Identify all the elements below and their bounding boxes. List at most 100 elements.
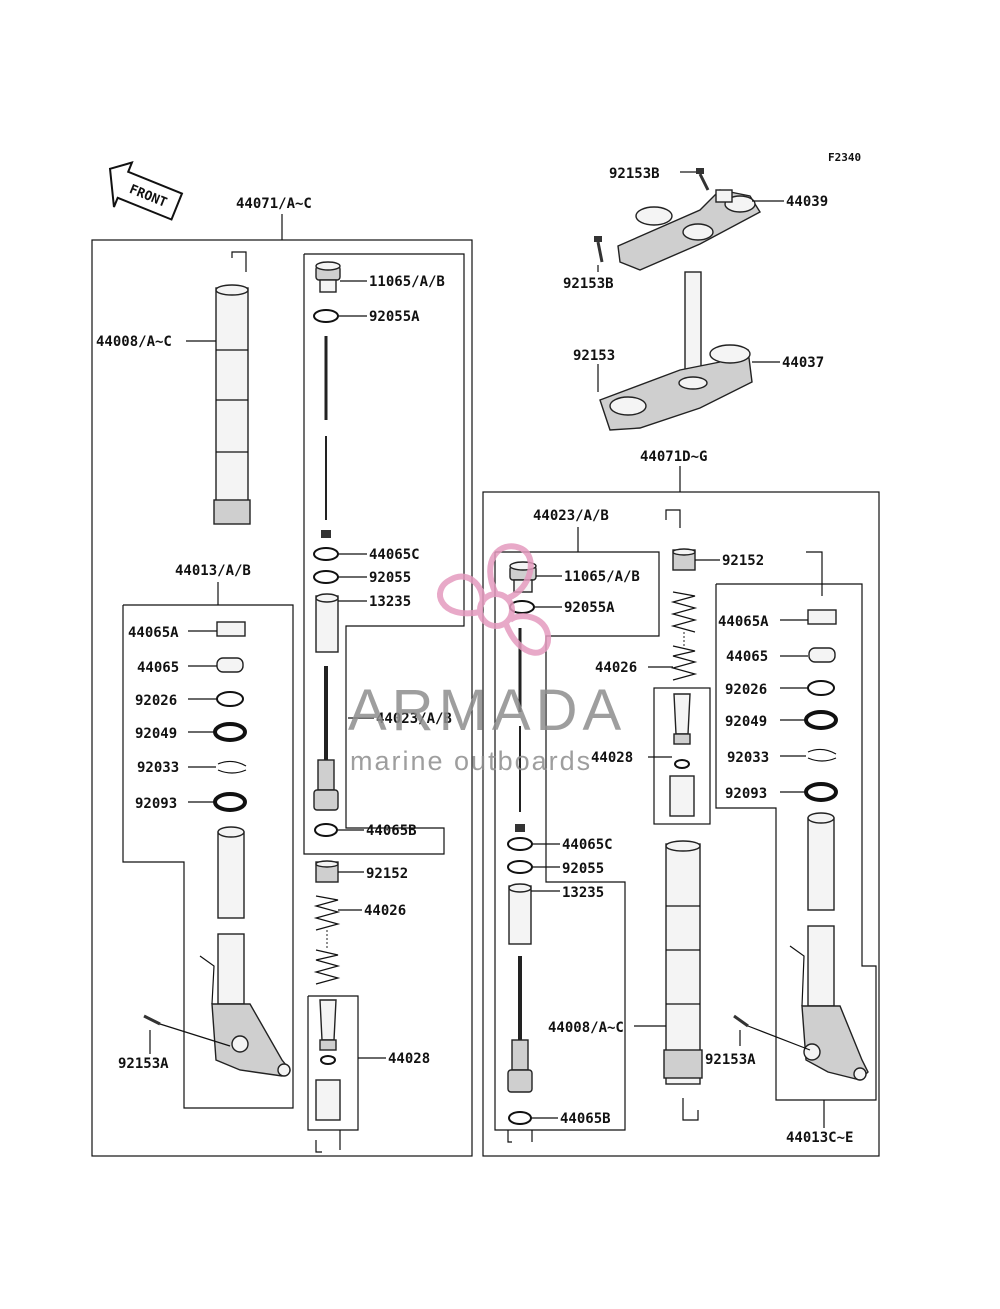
cartridge-box-left [303, 253, 465, 855]
label-92049-left: 92049 [135, 726, 177, 742]
nut-92152-right [672, 548, 696, 571]
watermark-tagline: marine outboards [350, 746, 592, 776]
sleeve-13235-left [315, 593, 339, 653]
ring-44065c-right [507, 837, 533, 851]
seal-92093-left [213, 792, 247, 812]
spacer-44028-right [669, 693, 695, 817]
bush-44065-left [216, 657, 244, 673]
label-44008-left: 44008/A~C [96, 334, 172, 350]
label-92033-right: 92033 [727, 750, 769, 766]
box-44013ce [715, 583, 877, 1101]
bolt-92153b-top [696, 168, 710, 191]
bush-44065a-right [807, 609, 837, 625]
bolt-92153a-right [733, 1014, 749, 1028]
o-ring-92055-left [313, 570, 339, 584]
label-92026-right: 92026 [725, 682, 767, 698]
label-92153a-left: 92153A [118, 1056, 169, 1072]
damper-rod-left [313, 666, 339, 811]
label-44065-right: 44065 [726, 649, 768, 665]
label-44037: 44037 [782, 355, 824, 371]
inner-tube-right [789, 812, 869, 1081]
label-13235-left: 13235 [369, 594, 411, 610]
label-44065b-right: 44065B [560, 1111, 611, 1127]
label-92026-left: 92026 [135, 693, 177, 709]
watermark: ARMADA marine outboards [348, 543, 626, 776]
box-44028-left [307, 995, 359, 1131]
inner-tube-left [199, 826, 291, 1077]
label-92049-right: 92049 [725, 714, 767, 730]
o-ring-92055-right [507, 860, 533, 874]
label-44065a-right: 44065A [718, 614, 769, 630]
seal-92049-right [804, 710, 838, 730]
rod-left [321, 336, 331, 538]
label-44013ce: 44013C~E [786, 1130, 853, 1146]
label-92055a-left: 92055A [369, 309, 420, 325]
ring-44065b-left [314, 823, 338, 837]
label-92033-left: 92033 [137, 760, 179, 776]
label-92152-left: 92152 [366, 866, 408, 882]
bolt-92153b-mid [594, 236, 604, 263]
ring-44065c-left [313, 547, 339, 561]
propeller-icon [437, 543, 552, 656]
spacer-44028-left [315, 999, 341, 1121]
label-92152-right: 92152 [722, 553, 764, 569]
seal-92049-left [213, 722, 247, 742]
label-11065-right: 11065/A/B [564, 569, 640, 585]
label-44028-right: 44028 [591, 750, 633, 766]
label-44039: 44039 [786, 194, 828, 210]
cartridge-box-right [494, 551, 660, 1131]
watermark-brand: ARMADA [348, 678, 626, 743]
label-92153b-top: 92153B [609, 166, 660, 182]
label-44065c-right: 44065C [562, 837, 613, 853]
label-44065b-left: 44065B [366, 823, 417, 839]
nut-92152-left [315, 860, 339, 883]
box-44013ab [122, 604, 294, 1109]
label-44026-left: 44026 [364, 903, 406, 919]
label-44028-left: 44028 [388, 1051, 430, 1067]
clip-92033-right [807, 748, 837, 762]
label-11065-left: 11065/A/B [369, 274, 445, 290]
bracket-92152-right [665, 509, 681, 528]
o-ring-92055a-left [313, 309, 339, 323]
diagram-code: F2340 [828, 151, 861, 164]
label-44008-right: 44008/A~C [548, 1020, 624, 1036]
label-92055-left: 92055 [369, 570, 411, 586]
label-44023-left: 44023/A/B [376, 711, 452, 727]
lower-triple-clamp [599, 271, 753, 431]
bush-44065a-left [216, 621, 246, 637]
spring-44026-right [670, 591, 698, 681]
left-assembly-box [91, 239, 473, 1157]
upper-triple-clamp [617, 189, 761, 271]
label-44013ab: 44013/A/B [175, 563, 251, 579]
front-arrow-icon: FRONT [108, 161, 184, 221]
label-92093-right: 92093 [725, 786, 767, 802]
outer-tube-right [663, 840, 703, 1121]
box-44028-right [653, 687, 711, 825]
label-44071ac: 44071/A~C [236, 196, 312, 212]
sleeve-13235-right [508, 883, 532, 945]
label-44065-left: 44065 [137, 660, 179, 676]
seal-92093-right [804, 782, 838, 802]
label-92153a-right: 92153A [705, 1052, 756, 1068]
label-44071dg: 44071D~G [640, 449, 707, 465]
label-44026-right: 44026 [595, 660, 637, 676]
ring-44065b-right [508, 1111, 532, 1125]
clip-92033-left [217, 760, 247, 774]
cap-bolt-left [315, 261, 341, 293]
label-92055a-right: 92055A [564, 600, 615, 616]
bolt-92153a-left [143, 1014, 161, 1026]
label-92153: 92153 [573, 348, 615, 364]
label-44023-right: 44023/A/B [533, 508, 609, 524]
label-44065c-left: 44065C [369, 547, 420, 563]
washer-92026-right [807, 680, 835, 696]
damper-rod-right [507, 956, 533, 1093]
right-assembly-box [482, 491, 880, 1157]
outer-tube-left [213, 251, 251, 525]
label-92153b-mid: 92153B [563, 276, 614, 292]
label-44065a-left: 44065A [128, 625, 179, 641]
label-13235-right: 13235 [562, 885, 604, 901]
label-92093-left: 92093 [135, 796, 177, 812]
bush-44065-right [808, 647, 836, 663]
washer-92026-left [216, 691, 244, 707]
